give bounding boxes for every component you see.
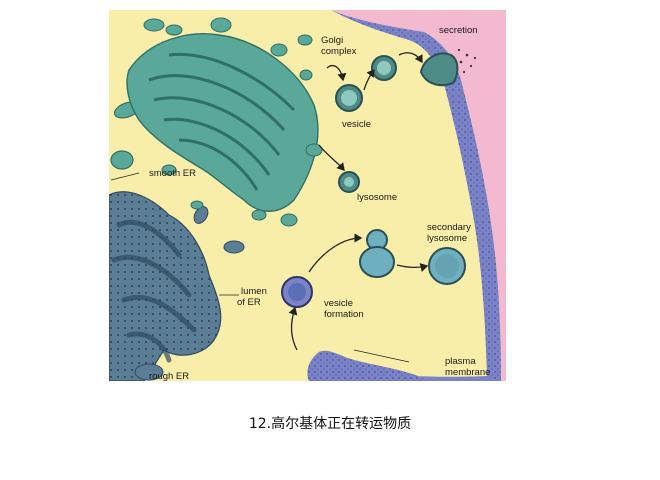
cell-diagram: Golgi complex secretion vesicle smooth E… xyxy=(109,10,506,381)
label-smooth-er: smooth ER xyxy=(149,168,196,179)
label-golgi-1: Golgi xyxy=(321,35,343,46)
transport-vesicles xyxy=(335,55,397,193)
plasma-membrane-texture xyxy=(331,10,501,381)
label-golgi-2: complex xyxy=(321,46,357,57)
label-secondary-1: secondary xyxy=(427,222,471,233)
label-vesicle-formation-1: vesicle xyxy=(324,298,353,309)
label-lumen-2: of ER xyxy=(237,297,261,308)
label-vesicle-formation-2: formation xyxy=(324,309,364,320)
rough-er xyxy=(109,191,245,381)
cell-diagram-svg: Golgi complex secretion vesicle smooth E… xyxy=(109,10,506,381)
lysosome-fusion xyxy=(359,229,395,278)
label-secretion: secretion xyxy=(439,25,478,36)
label-leaders xyxy=(110,172,410,363)
label-plasma-2: membrane xyxy=(445,367,490,378)
figure-caption: 12.高尔基体正在转运物质 xyxy=(248,416,412,432)
label-rough-er: rough ER xyxy=(149,371,189,381)
secretion-site xyxy=(419,48,477,87)
pathway-arrows xyxy=(288,52,429,351)
label-lysosome: lysosome xyxy=(357,192,397,203)
label-vesicle: vesicle xyxy=(342,119,371,130)
label-plasma-1: plasma xyxy=(445,356,476,367)
label-secondary-2: lysosome xyxy=(427,233,467,244)
extracellular-space xyxy=(331,10,506,381)
endocytic-vesicle xyxy=(281,276,313,308)
secondary-lysosome xyxy=(428,247,466,285)
label-lumen-1: lumen xyxy=(241,286,267,297)
golgi-complex xyxy=(126,17,323,227)
